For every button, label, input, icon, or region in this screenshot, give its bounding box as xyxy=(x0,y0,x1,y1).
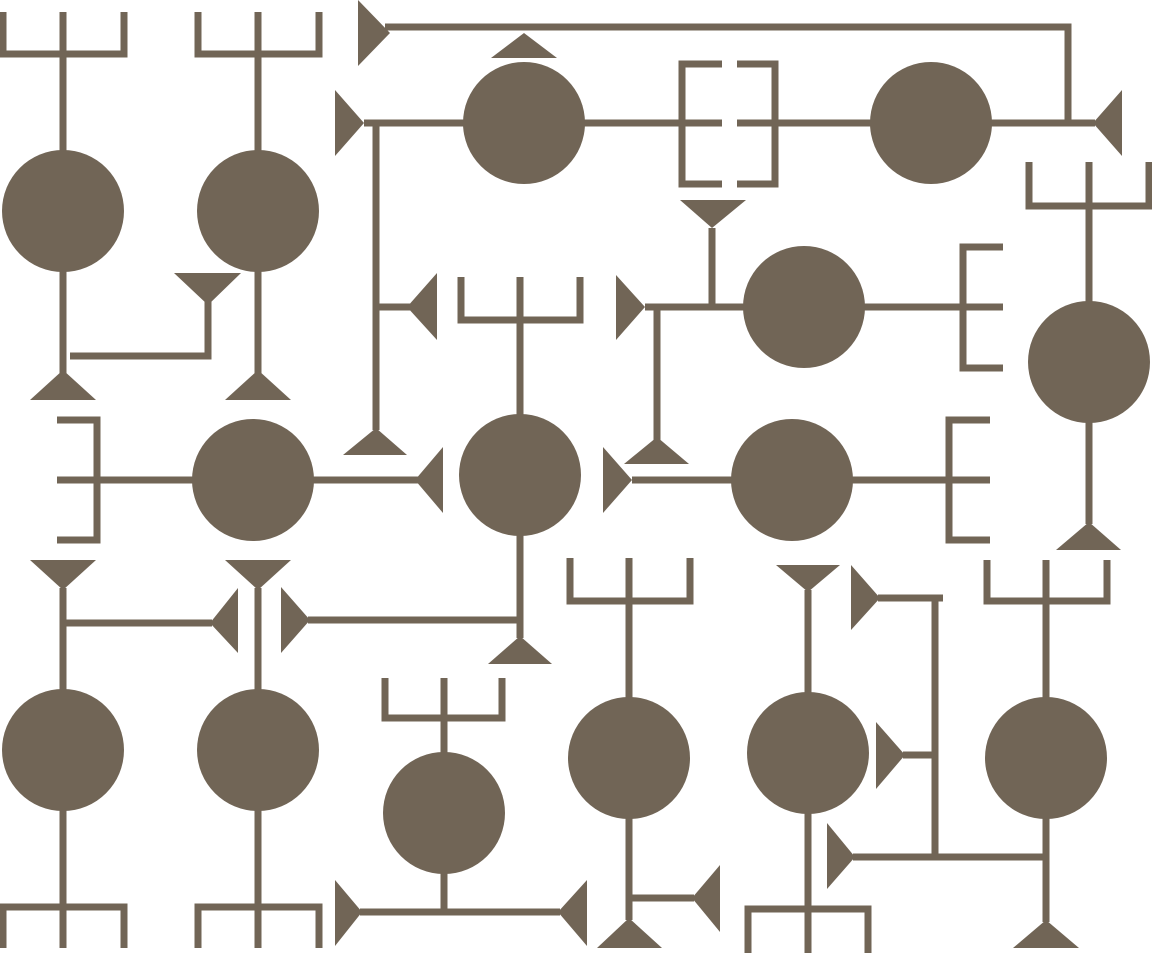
node-circle xyxy=(731,419,853,541)
arrow-triangle xyxy=(851,565,880,630)
node-circle xyxy=(197,150,319,272)
arrow-triangle xyxy=(488,636,552,664)
arrow-triangle xyxy=(827,823,855,889)
node-circle xyxy=(985,697,1107,819)
arrow-triangle xyxy=(415,447,443,513)
arrow-triangle xyxy=(1093,90,1122,156)
arrow-triangle xyxy=(358,0,390,66)
e-terminal xyxy=(945,416,990,544)
arrow-triangle xyxy=(624,437,689,464)
node-circle xyxy=(383,752,505,874)
arrow-triangle xyxy=(30,370,96,400)
arrow-triangle xyxy=(1013,920,1079,948)
arrow-triangle xyxy=(876,722,905,789)
arrow-triangle xyxy=(597,918,662,948)
arrow-triangle xyxy=(343,428,407,455)
e-terminal xyxy=(57,416,101,544)
node-circle xyxy=(747,692,869,814)
node-circle xyxy=(463,62,585,184)
node-circle xyxy=(870,62,992,184)
arrow-triangle xyxy=(30,560,96,590)
arrow-triangle xyxy=(225,370,291,400)
arrow-triangle xyxy=(1056,522,1121,550)
arrow-triangle xyxy=(692,865,720,932)
arrow-triangle xyxy=(210,588,238,653)
node-circle xyxy=(1028,301,1150,423)
arrow-triangle xyxy=(603,447,632,513)
arrow-triangle xyxy=(680,200,746,228)
connector-line xyxy=(70,300,212,360)
arrow-triangle xyxy=(281,587,310,653)
node-circle xyxy=(192,419,314,541)
node-circle xyxy=(2,150,124,272)
node-circle xyxy=(743,246,865,368)
arrow-triangle xyxy=(225,560,291,590)
arrow-triangle xyxy=(335,880,362,946)
arrow-triangle xyxy=(407,273,437,340)
arrow-triangle xyxy=(491,33,557,58)
node-circle xyxy=(568,697,690,819)
connector-line xyxy=(385,23,1072,123)
node-circle xyxy=(459,414,581,536)
node-circle xyxy=(2,689,124,811)
arrow-triangle xyxy=(558,880,587,946)
node-circle xyxy=(197,689,319,811)
arrow-triangle xyxy=(616,275,645,340)
arrow-triangle xyxy=(174,273,241,305)
arrow-triangle xyxy=(776,565,840,592)
arrow-triangle xyxy=(335,90,364,156)
